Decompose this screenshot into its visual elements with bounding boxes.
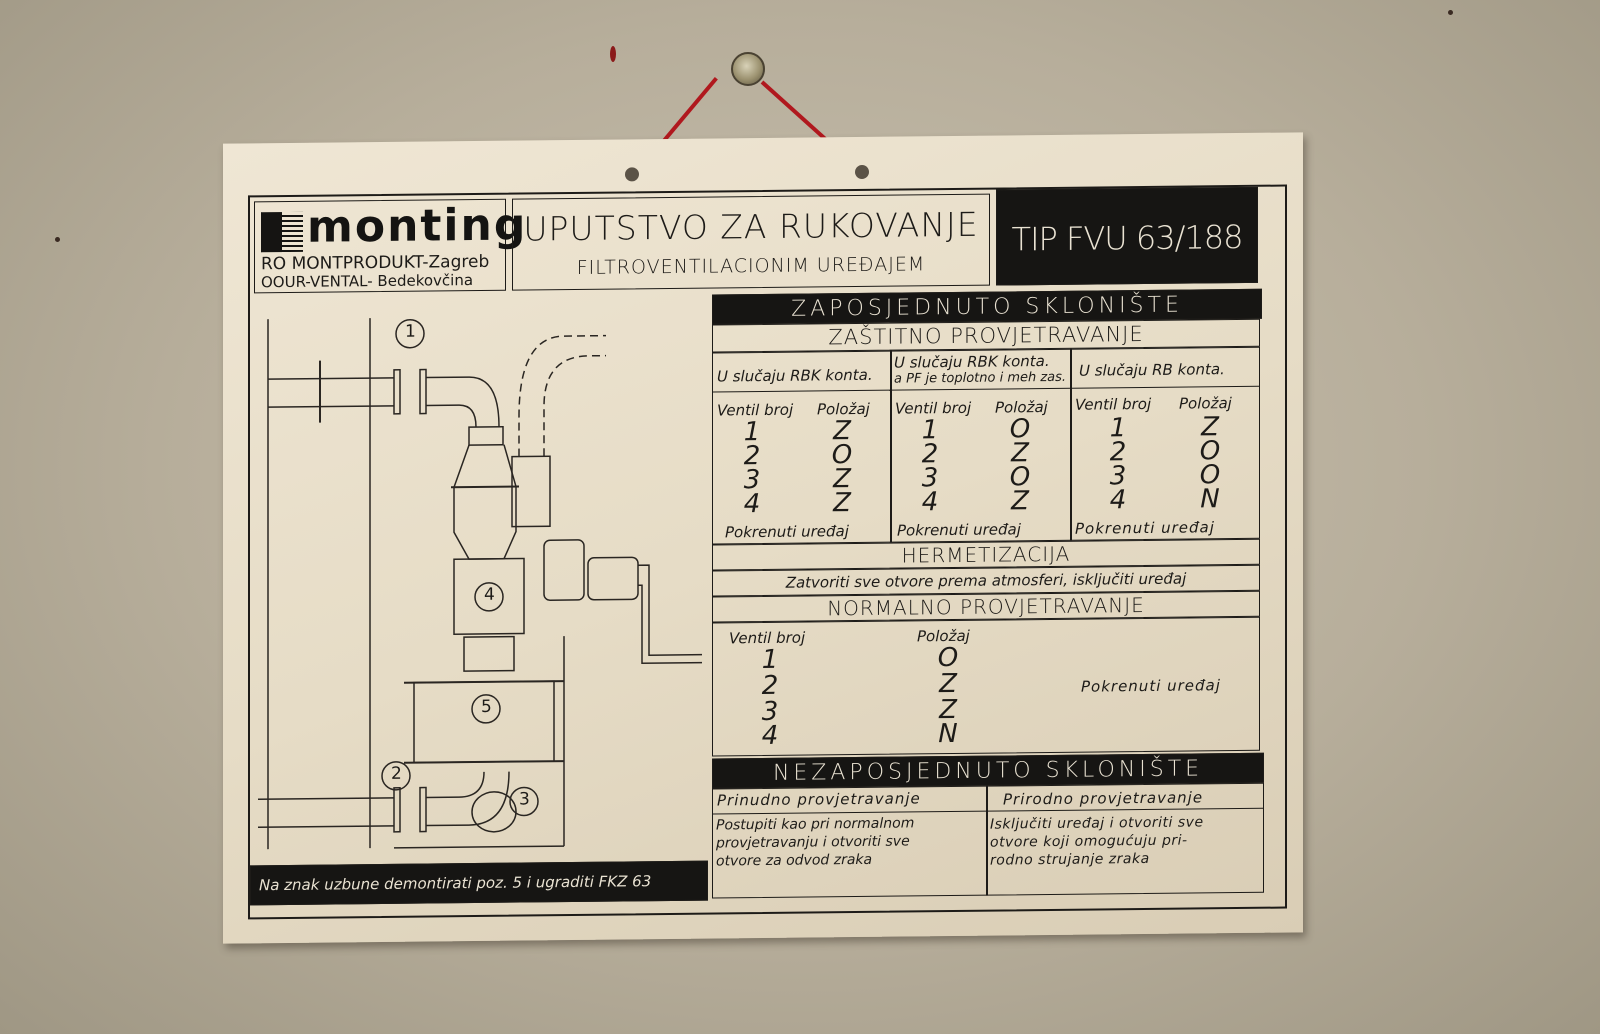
position-4: Z	[1011, 486, 1029, 517]
page-subtitle: FILTROVENTILACIONIM UREĐAJEM	[576, 253, 926, 279]
position-4: N	[1200, 484, 1220, 515]
logo-mark-icon	[261, 211, 303, 253]
protective-col-2: U slučaju RBK konta. a PF je toplotno i …	[890, 348, 1072, 543]
placard-frame: monting RO MONTPRODUKT-Zagreb OOUR-VENTA…	[248, 184, 1287, 920]
forced-text-line-3: otvore za odvod zraka	[716, 851, 873, 870]
type-box: TIP FVU 63/188	[996, 186, 1258, 286]
wall-stain	[55, 237, 60, 242]
hanging-hole-right	[855, 164, 869, 180]
valve-4: 4	[921, 487, 939, 518]
action-label: Pokrenuti uređaj	[897, 520, 1021, 540]
forced-ventilation-title: Prinudno provjetravanje	[717, 789, 921, 810]
company-line-2: OOUR-VENTAL- Bedekovčina	[261, 271, 474, 292]
fan-unit-diagram: 1 4 5 2 3	[254, 295, 706, 860]
wall-stain	[1448, 10, 1453, 15]
position-4: N	[938, 718, 958, 750]
position-4: Z	[833, 488, 851, 519]
case-label-line-2: a PF je toplotno i meh zas.	[894, 369, 1067, 387]
case-label: U slučaju RBK konta.	[717, 365, 873, 386]
unoccupied-shelter-title: NEZAPOSJEDNUTO SKLONIŠTE	[772, 756, 1204, 786]
diagram-label-2: 2	[391, 763, 402, 784]
alarm-note-bar: Na znak uzbune demontirati poz. 5 i ugra…	[250, 860, 708, 906]
protective-ventilation-title: ZAŠTITNO PROVJETRAVANJE	[828, 322, 1144, 350]
title-box: UPUTSTVO ZA RUKOVANJE FILTROVENTILACIONI…	[512, 193, 990, 291]
wall-bolt-icon	[731, 52, 765, 86]
alarm-note-text: Na znak uzbune demontirati poz. 5 i ugra…	[259, 872, 652, 895]
wall-stain	[610, 46, 616, 62]
type-label: TIP FVU 63/188	[1011, 217, 1243, 259]
diagram-label-5: 5	[481, 696, 492, 717]
brand-logo: monting	[307, 199, 528, 253]
normal-ventilation-table: Ventil broj Položaj 1 O 2 Z 3 Z 4 N Pokr…	[712, 616, 1260, 757]
valve-4: 4	[761, 720, 779, 752]
diagram-label-4: 4	[484, 584, 495, 605]
case-label: U slučaju RBK konta.	[894, 351, 1050, 372]
logo-box: monting RO MONTPRODUKT-Zagreb OOUR-VENTA…	[254, 198, 527, 294]
action-label: Pokrenuti uređaj	[1075, 518, 1215, 538]
natural-text-line-1: Isključiti uređaj i otvoriti sve	[990, 814, 1204, 833]
position-header: Položaj	[1179, 394, 1232, 413]
protective-col-3: U slučaju RB konta. Ventil broj Položaj …	[1070, 346, 1260, 541]
natural-ventilation-title: Prirodno provjetravanje	[1003, 788, 1204, 809]
forced-text-line-2: provjetravanju i otvoriti sve	[716, 833, 910, 852]
action-label: Pokrenuti uređaj	[1081, 676, 1221, 696]
page-title: UPUTSTVO ZA RUKOVANJE	[523, 204, 979, 249]
sealing-instruction: Zatvoriti sve otvore prema atmosferi, is…	[785, 569, 1187, 592]
forced-ventilation-box: Prinudno provjetravanje Postupiti kao pr…	[712, 785, 988, 899]
natural-text-line-2: otvore koji omogućuju pri-	[990, 832, 1188, 851]
instruction-placard: monting RO MONTPRODUKT-Zagreb OOUR-VENTA…	[223, 132, 1303, 944]
diagram-label-3: 3	[519, 789, 530, 810]
natural-text-line-3: rodno strujanje zraka	[990, 850, 1150, 869]
case-label: U slučaju RB konta.	[1079, 360, 1225, 380]
forced-text-line-1: Postupiti kao pri normalnom	[716, 815, 915, 834]
occupied-shelter-title: ZAPOSJEDNUTO SKLONIŠTE	[791, 292, 1183, 322]
valve-4: 4	[1109, 485, 1127, 516]
natural-ventilation-box: Prirodno provjetravanje Isključiti uređa…	[986, 782, 1264, 896]
hanging-hole-left	[625, 167, 639, 182]
protective-col-1: U slučaju RBK konta. Ventil broj Položaj…	[712, 350, 892, 545]
diagram-drawing	[258, 318, 702, 850]
diagram-label-1: 1	[405, 321, 416, 342]
valve-4: 4	[743, 489, 761, 520]
action-label: Pokrenuti uređaj	[725, 522, 849, 542]
valve-header: Ventil broj	[1075, 394, 1152, 414]
